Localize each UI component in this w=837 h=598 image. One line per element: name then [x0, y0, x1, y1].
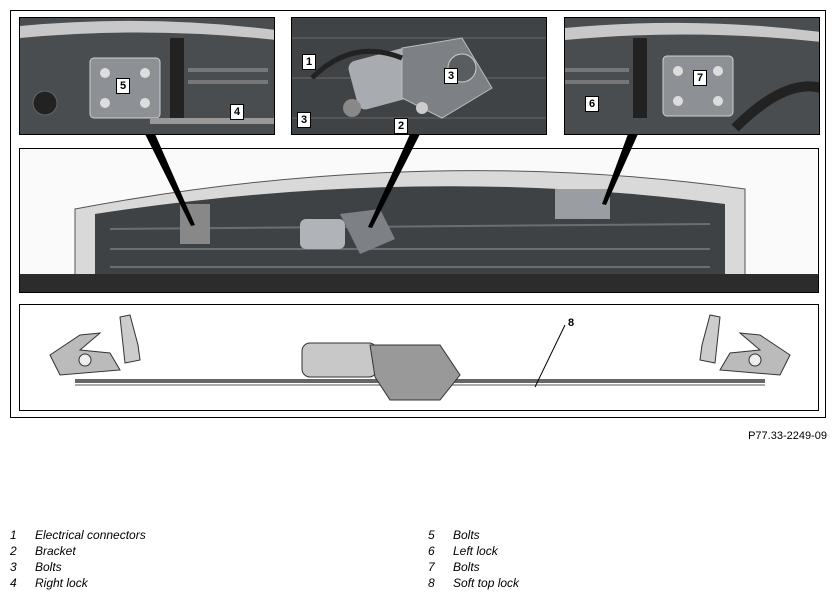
- photo-left-lock: 7 6: [564, 17, 820, 135]
- callout-3b: 3: [297, 112, 312, 128]
- photo-motor-art: [292, 18, 546, 134]
- diagram-frame: [10, 10, 826, 418]
- photo-left-lock-art: [565, 18, 819, 134]
- leader-lines: [145, 134, 638, 228]
- figure-ref: P77.33-2249-09: [748, 430, 827, 442]
- photo-overview-art: [20, 170, 818, 292]
- callout-1: 1: [302, 54, 317, 70]
- photo-motor: 1 3 3 2: [291, 17, 547, 135]
- photo-overview: [19, 148, 819, 293]
- drawing-soft-top-lock: 8: [19, 304, 819, 411]
- callout-4: 4: [230, 104, 245, 120]
- callout-3a: 3: [444, 68, 459, 84]
- callout-8: 8: [568, 317, 575, 329]
- callout-6: 6: [585, 96, 600, 112]
- callout-7: 7: [693, 70, 708, 86]
- drawing-soft-top-lock-art: [49, 314, 791, 401]
- callout-2: 2: [394, 118, 409, 134]
- callout-5: 5: [116, 78, 131, 94]
